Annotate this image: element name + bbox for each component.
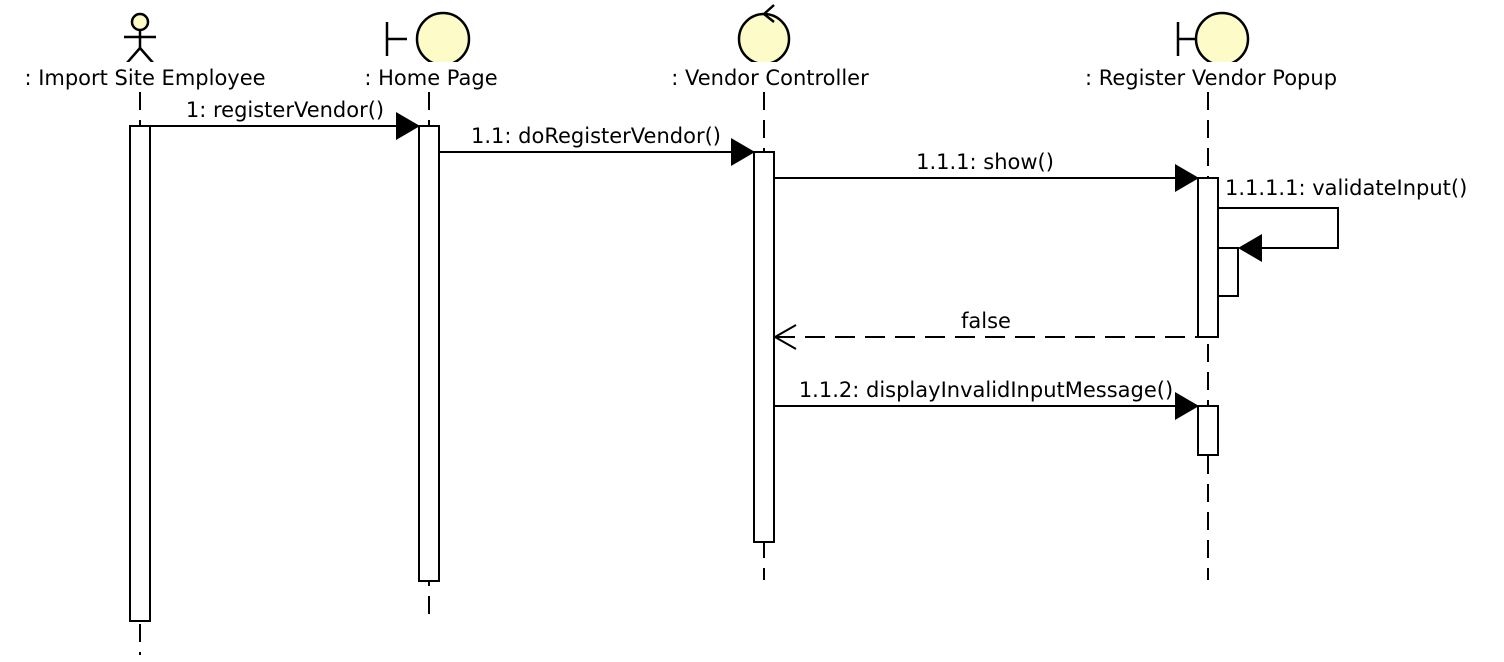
arrowhead-filled: [1175, 392, 1199, 420]
boundary-icon: [385, 11, 471, 67]
arrowhead-filled: [1238, 234, 1262, 262]
message-return-false: false: [772, 309, 1198, 350]
actor-head: [130, 12, 150, 32]
activation-popup-validate: [1217, 247, 1239, 297]
activation-controller: [753, 151, 775, 543]
lifeline-label-controller: : Vendor Controller: [671, 66, 869, 90]
message-show: 1.1.1: show(): [774, 150, 1199, 192]
activation-popup-show: [1197, 177, 1219, 338]
actor-icon: [124, 12, 156, 65]
activation-popup-display: [1197, 405, 1219, 456]
activation-employee: [129, 125, 151, 622]
message-label: 1: registerVendor(): [186, 98, 384, 122]
message-label: 1.1.1.1: validateInput(): [1225, 176, 1467, 200]
message-validate-input: 1.1.1.1: validateInput(): [1218, 174, 1490, 262]
message-display-invalid-input: 1.1.2: displayInvalidInputMessage(): [774, 378, 1199, 420]
arrowhead-filled: [731, 138, 755, 166]
activation-home: [418, 125, 440, 582]
arrowhead-filled: [1175, 164, 1199, 192]
arrowhead-open: [772, 324, 797, 350]
message-label: 1.1.2: displayInvalidInputMessage(): [799, 378, 1173, 402]
message-do-register-vendor: 1.1: doRegisterVendor(): [439, 124, 755, 166]
message-label: false: [961, 309, 1011, 333]
lifeline-label-home: : Home Page: [364, 66, 497, 90]
lifeline-label-employee: : Import Site Employee: [24, 66, 265, 90]
control-icon: [737, 4, 791, 66]
lifeline-label-popup: : Register Vendor Popup: [1085, 66, 1337, 90]
message-label: 1.1.1: show(): [916, 150, 1054, 174]
message-register-vendor: 1: registerVendor(): [150, 98, 420, 140]
activation-bars: [129, 125, 1239, 622]
lifelines: [139, 92, 1209, 655]
message-label: 1.1: doRegisterVendor(): [471, 124, 721, 148]
arrowhead-filled: [396, 112, 420, 140]
boundary-icon: [1176, 11, 1250, 67]
